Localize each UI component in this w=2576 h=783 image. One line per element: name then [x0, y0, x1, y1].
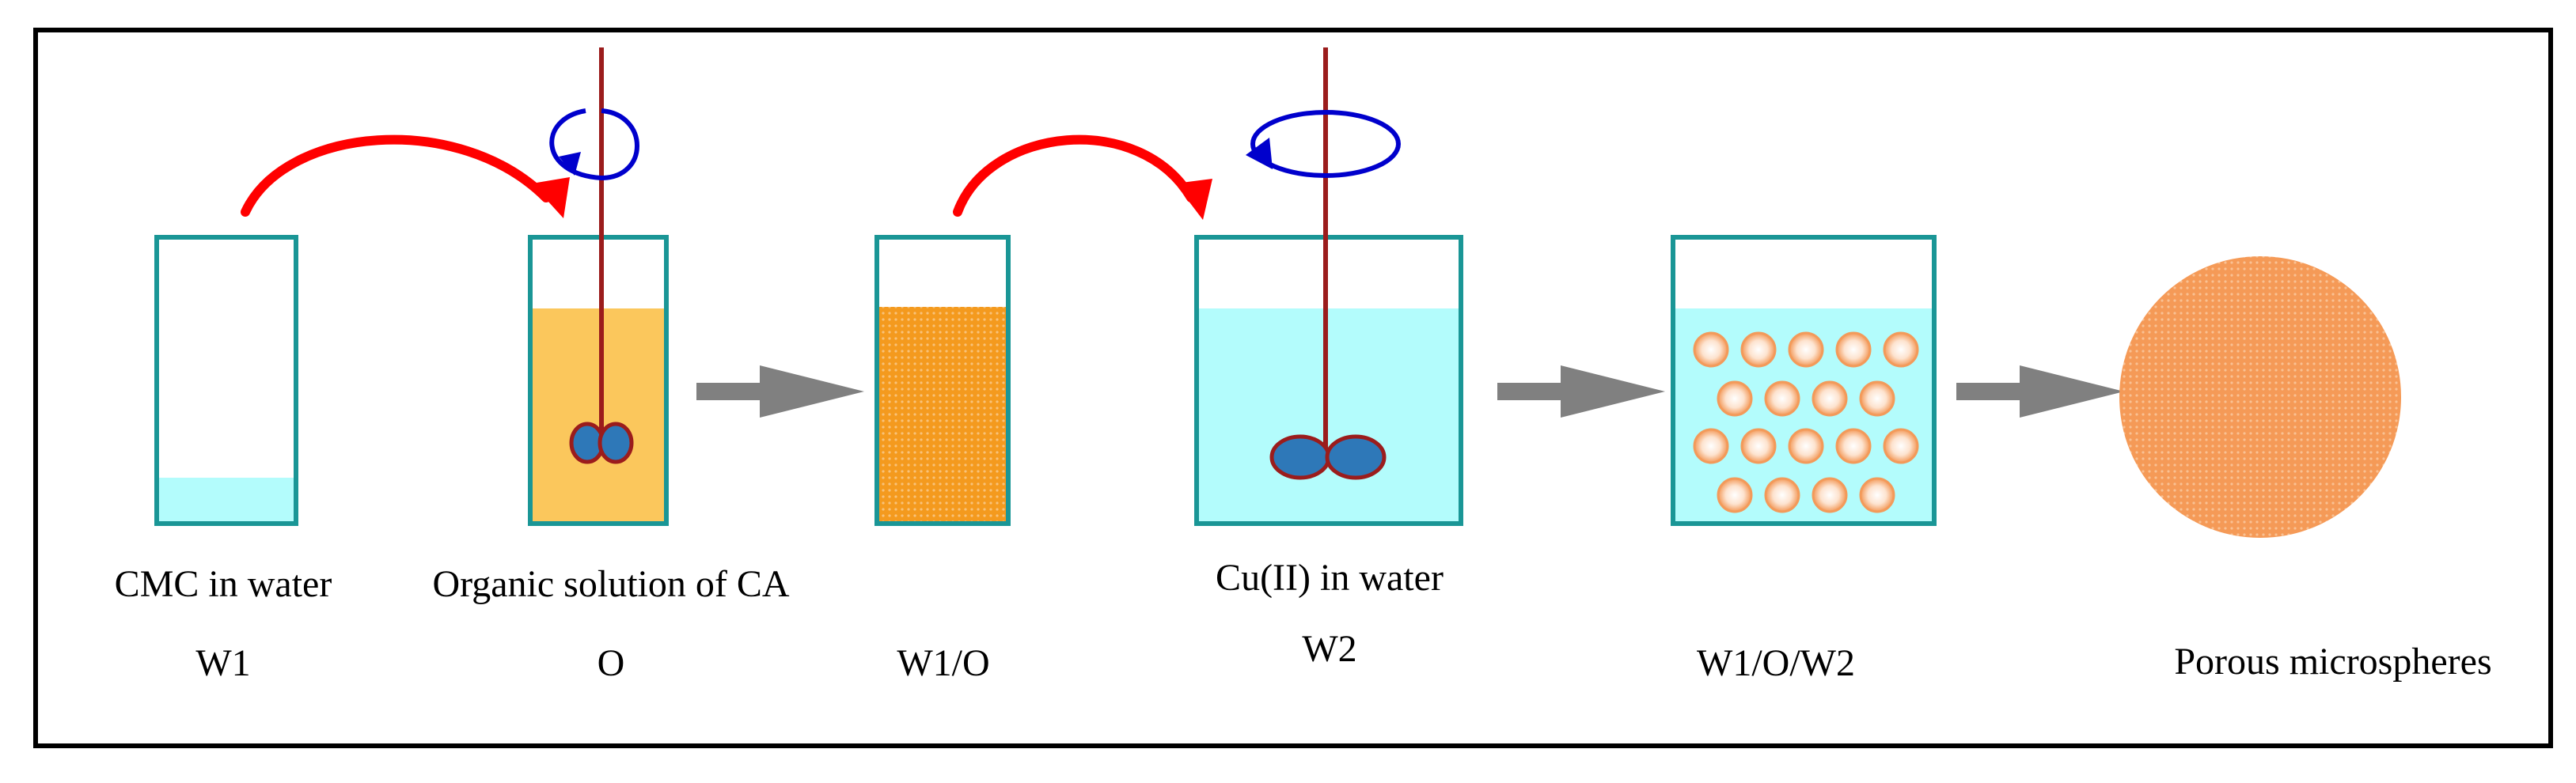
porous-microsphere	[2119, 256, 2401, 538]
emulsion-droplet	[1764, 477, 1800, 513]
process-arrow-icon	[1497, 365, 1665, 418]
stage-label-porous-microspheres: Porous microspheres	[2174, 641, 2491, 683]
emulsion-droplet	[1764, 380, 1800, 417]
emulsion-droplet	[1693, 428, 1729, 464]
emulsion-droplet	[1835, 428, 1872, 464]
beaker-o	[528, 47, 669, 526]
stage-label-o: Organic solution of CA	[432, 563, 789, 605]
emulsion-droplet	[1717, 380, 1753, 417]
rotation-arrow-icon	[1250, 110, 1401, 178]
beaker-w1	[154, 235, 298, 526]
impeller-blade	[1325, 434, 1387, 480]
water-layer	[157, 478, 296, 524]
stage-code-w2: W2	[1302, 628, 1356, 670]
stage-label-w1: CMC in water	[115, 563, 332, 605]
emulsion-droplet	[1883, 428, 1919, 464]
impeller-blade	[1269, 434, 1331, 480]
beaker-w1-o-w2	[1671, 235, 1937, 526]
curved-transfer-arrow	[953, 134, 1196, 217]
diagram-frame	[33, 28, 2553, 748]
emulsion-droplet	[1883, 331, 1919, 368]
stage-code-w1: W1	[195, 642, 250, 684]
rotation-arrow-icon	[549, 108, 639, 181]
emulsion-droplet	[1788, 428, 1824, 464]
stage-code-o: O	[598, 642, 625, 684]
emulsion-droplet	[1859, 380, 1895, 417]
transfer-arrow-head	[1175, 179, 1212, 220]
emulsion-droplet	[1740, 331, 1777, 368]
rotation-arrow-head	[1246, 138, 1273, 169]
emulsion-droplets	[1693, 331, 1919, 513]
transfer-arrow-head	[532, 177, 570, 218]
emulsion-droplet	[1740, 428, 1777, 464]
water-layer	[1197, 308, 1461, 524]
emulsion-droplet	[1812, 380, 1848, 417]
emulsion-droplet	[1859, 477, 1895, 513]
stage-code-w1-o-w2: W1/O/W2	[1697, 642, 1855, 684]
stage-code-w1-o: W1/O	[897, 642, 989, 684]
stage-label-w2: Cu(II) in water	[1216, 557, 1444, 599]
rotation-arrow-head	[559, 152, 581, 176]
emulsion-droplet	[1693, 331, 1729, 368]
beaker-w2	[1194, 47, 1463, 526]
beaker-w1-o	[874, 235, 1011, 526]
curved-transfer-arrow	[241, 134, 551, 217]
emulsion-droplet	[1717, 477, 1753, 513]
emulsion-layer	[877, 307, 1008, 524]
emulsion-droplet	[1812, 477, 1848, 513]
impeller-blade	[598, 422, 634, 464]
process-arrow-icon	[696, 365, 864, 418]
organic-layer	[530, 308, 666, 524]
emulsion-droplet	[1835, 331, 1872, 368]
process-arrow-icon	[1956, 365, 2124, 418]
emulsion-droplet	[1788, 331, 1824, 368]
